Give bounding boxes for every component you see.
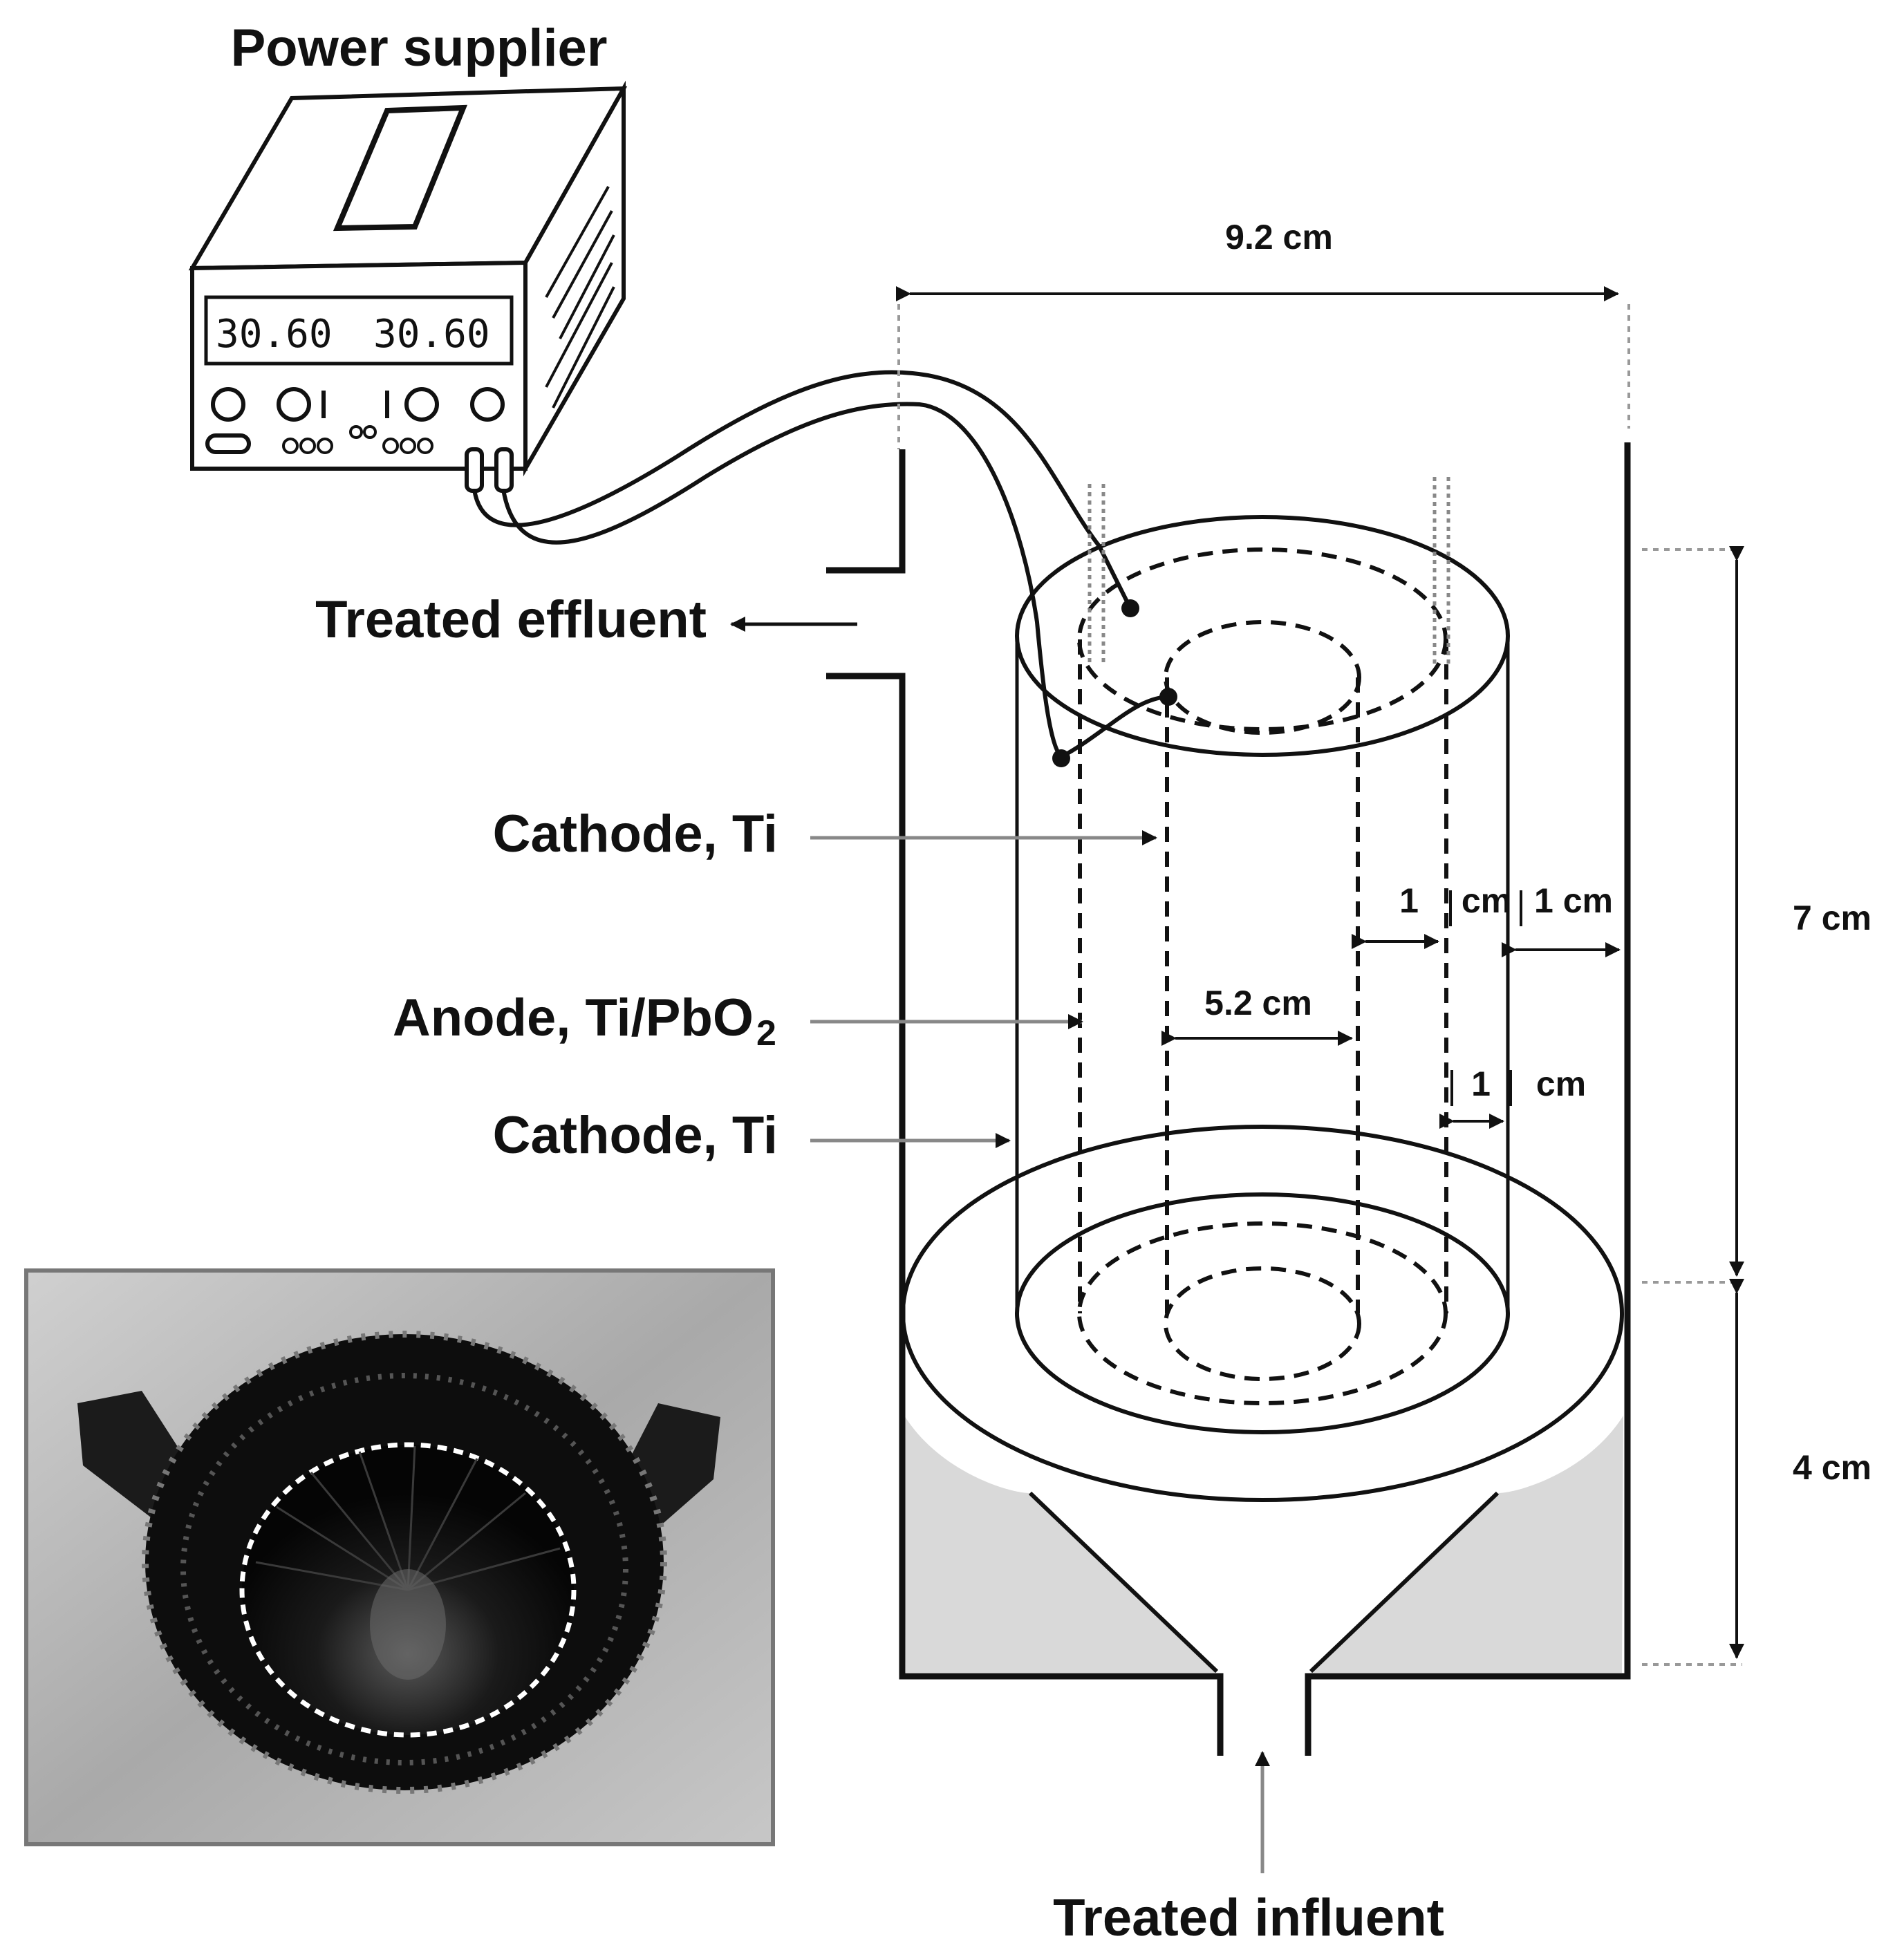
- label-arrows: [730, 617, 1270, 1873]
- contact-dot-1: [1121, 599, 1139, 617]
- dim-gap-b: 1 cm: [1534, 881, 1613, 920]
- inner-cathode-cylinder: [1164, 620, 1361, 1381]
- contact-dot-2: [1159, 688, 1177, 706]
- dim-height-lower: 4 cm: [1793, 1448, 1872, 1487]
- anode-label: Anode, Ti/PbO: [393, 988, 754, 1047]
- treated-influent-label: Treated influent: [1053, 1888, 1444, 1947]
- cathode-outer-label: Cathode, Ti: [493, 1106, 778, 1165]
- anode-cylinder: [1077, 547, 1448, 1405]
- connector-rods: [1088, 477, 1450, 664]
- dimension-lines: [896, 286, 1744, 1666]
- reactor-cone: [904, 1416, 1623, 1674]
- electrode-photo: [24, 1268, 775, 1846]
- electrode-contacts: [1052, 599, 1177, 767]
- dim-gap-a-unit: cm: [1462, 881, 1511, 920]
- treated-effluent-label: Treated effluent: [315, 590, 707, 649]
- dim-width-total: 9.2 cm: [1225, 218, 1333, 256]
- display-right-value: 30.60: [373, 312, 490, 357]
- power-supply: [188, 80, 628, 493]
- dim-inner-diameter: 5.2 cm: [1204, 984, 1312, 1022]
- power-supplier-label: Power supplier: [231, 19, 608, 77]
- outer-cathode-cylinder: [1015, 515, 1510, 1434]
- cathode-inner-label: Cathode, Ti: [493, 805, 778, 863]
- reactor-vessel: [826, 442, 1631, 1756]
- contact-dot-3: [1052, 749, 1070, 767]
- power-cables: [472, 370, 1169, 759]
- dim-gap-c-unit: cm: [1536, 1065, 1586, 1103]
- anode-subscript: 2: [756, 1013, 776, 1053]
- vessel-base-ellipse: [901, 1125, 1624, 1502]
- display-left-value: 30.60: [216, 312, 333, 357]
- dim-gap-c-number: 1: [1471, 1065, 1491, 1103]
- dim-gap-a-number: 1: [1399, 881, 1419, 920]
- power-supply-display: 30.60 30.60: [216, 312, 490, 357]
- dim-height-upper: 7 cm: [1793, 899, 1872, 937]
